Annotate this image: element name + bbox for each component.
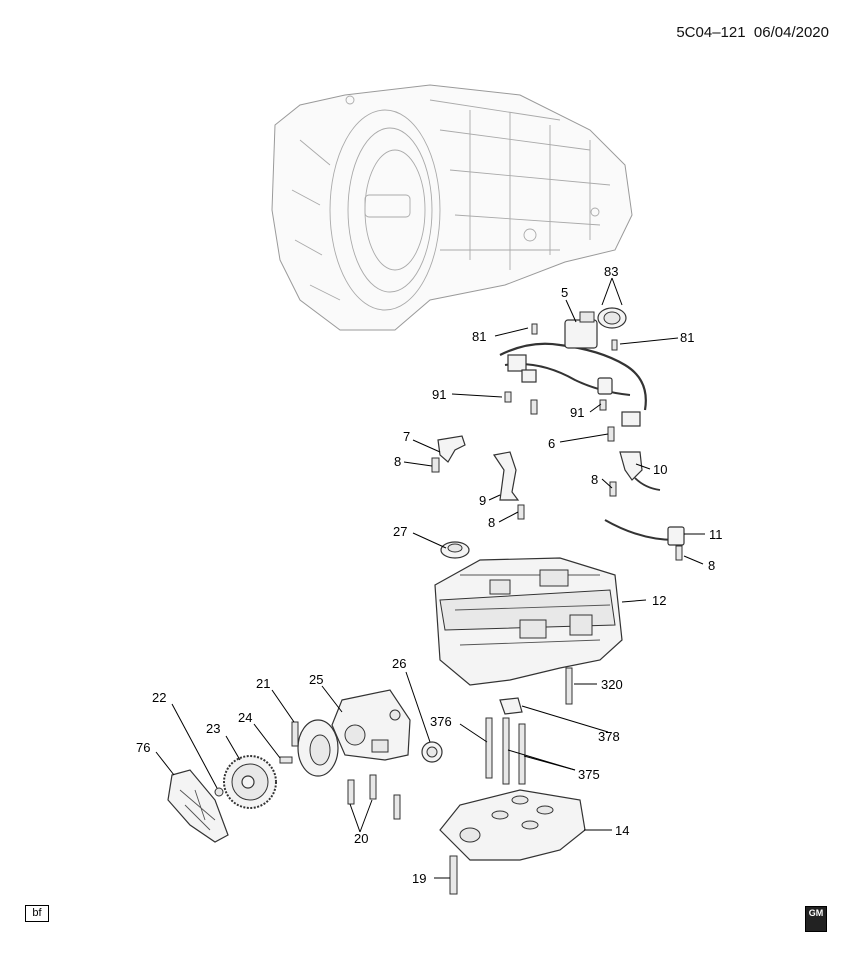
wiring-harness-assembly — [499, 307, 647, 427]
callout-10: 10 — [653, 462, 667, 477]
callout-378: 378 — [598, 729, 620, 744]
gm-logo-text: GM — [808, 908, 824, 918]
bolt-6-lower — [607, 426, 615, 442]
doc-code: 5C04–121 — [676, 24, 746, 41]
callout-11: 11 — [709, 527, 723, 542]
document-header: 5C04–121 06/04/2020 — [676, 24, 829, 41]
callout-24: 24 — [238, 710, 252, 725]
oil-pan-14 — [439, 789, 586, 861]
gm-logo: GM — [805, 906, 827, 932]
callout-8-d: 8 — [708, 558, 715, 573]
callout-91-right: 91 — [570, 405, 584, 420]
bolt-91-right — [599, 399, 607, 411]
callout-20: 20 — [354, 831, 368, 846]
bolt-81-left — [531, 323, 538, 335]
sensor-11 — [604, 519, 685, 561]
bracket-378 — [499, 697, 523, 715]
callout-12: 12 — [652, 593, 666, 608]
callout-81-right: 81 — [680, 330, 694, 345]
callout-91-left: 91 — [432, 387, 446, 402]
callout-375: 375 — [578, 767, 600, 782]
sensor-9 — [492, 451, 525, 520]
callout-6: 6 — [548, 436, 555, 451]
callout-8-c: 8 — [591, 472, 598, 487]
bolt-19 — [449, 855, 458, 895]
seal-26 — [421, 741, 443, 763]
sensor-10 — [609, 451, 661, 497]
leader-lines — [155, 277, 705, 879]
callout-26: 26 — [392, 656, 406, 671]
callout-8-b: 8 — [488, 515, 495, 530]
callout-320: 320 — [601, 677, 623, 692]
doc-date: 06/04/2020 — [753, 24, 829, 41]
bolt-6-upper — [530, 399, 538, 415]
washer-22 — [214, 787, 224, 797]
callout-23: 23 — [206, 721, 220, 736]
callout-81-left: 81 — [472, 329, 486, 344]
callout-22: 22 — [152, 690, 166, 705]
callout-14: 14 — [615, 823, 629, 838]
callout-76: 76 — [136, 740, 150, 755]
bolts-375 — [502, 717, 526, 785]
bolt-91-left — [504, 391, 512, 403]
callout-27: 27 — [393, 524, 407, 539]
callout-5: 5 — [561, 285, 568, 300]
callout-376: 376 — [430, 714, 452, 729]
bolt-81-right — [611, 339, 618, 351]
callout-83: 83 — [604, 264, 618, 279]
callout-9: 9 — [479, 493, 486, 508]
callout-19: 19 — [412, 871, 426, 886]
callout-21: 21 — [256, 676, 270, 691]
cover-76 — [167, 769, 229, 843]
gasket-21 — [291, 719, 339, 777]
seal-27 — [440, 541, 470, 559]
bf-tag: bf — [25, 905, 49, 922]
callout-labels: 83 5 81 81 91 91 6 7 8 9 8 8 10 11 8 27 … — [136, 264, 723, 886]
bolt-320 — [565, 667, 573, 705]
callout-25: 25 — [309, 672, 323, 687]
valve-body-12 — [434, 557, 623, 686]
bolts-20 — [347, 774, 401, 820]
bolt-376 — [485, 717, 493, 779]
pump-25 — [331, 689, 411, 761]
bolt-24 — [279, 756, 293, 764]
sprocket-23 — [223, 755, 277, 809]
transmission-case — [271, 84, 633, 331]
callout-8-a: 8 — [394, 454, 401, 469]
sensor-7 — [431, 435, 466, 473]
callout-7: 7 — [403, 429, 410, 444]
